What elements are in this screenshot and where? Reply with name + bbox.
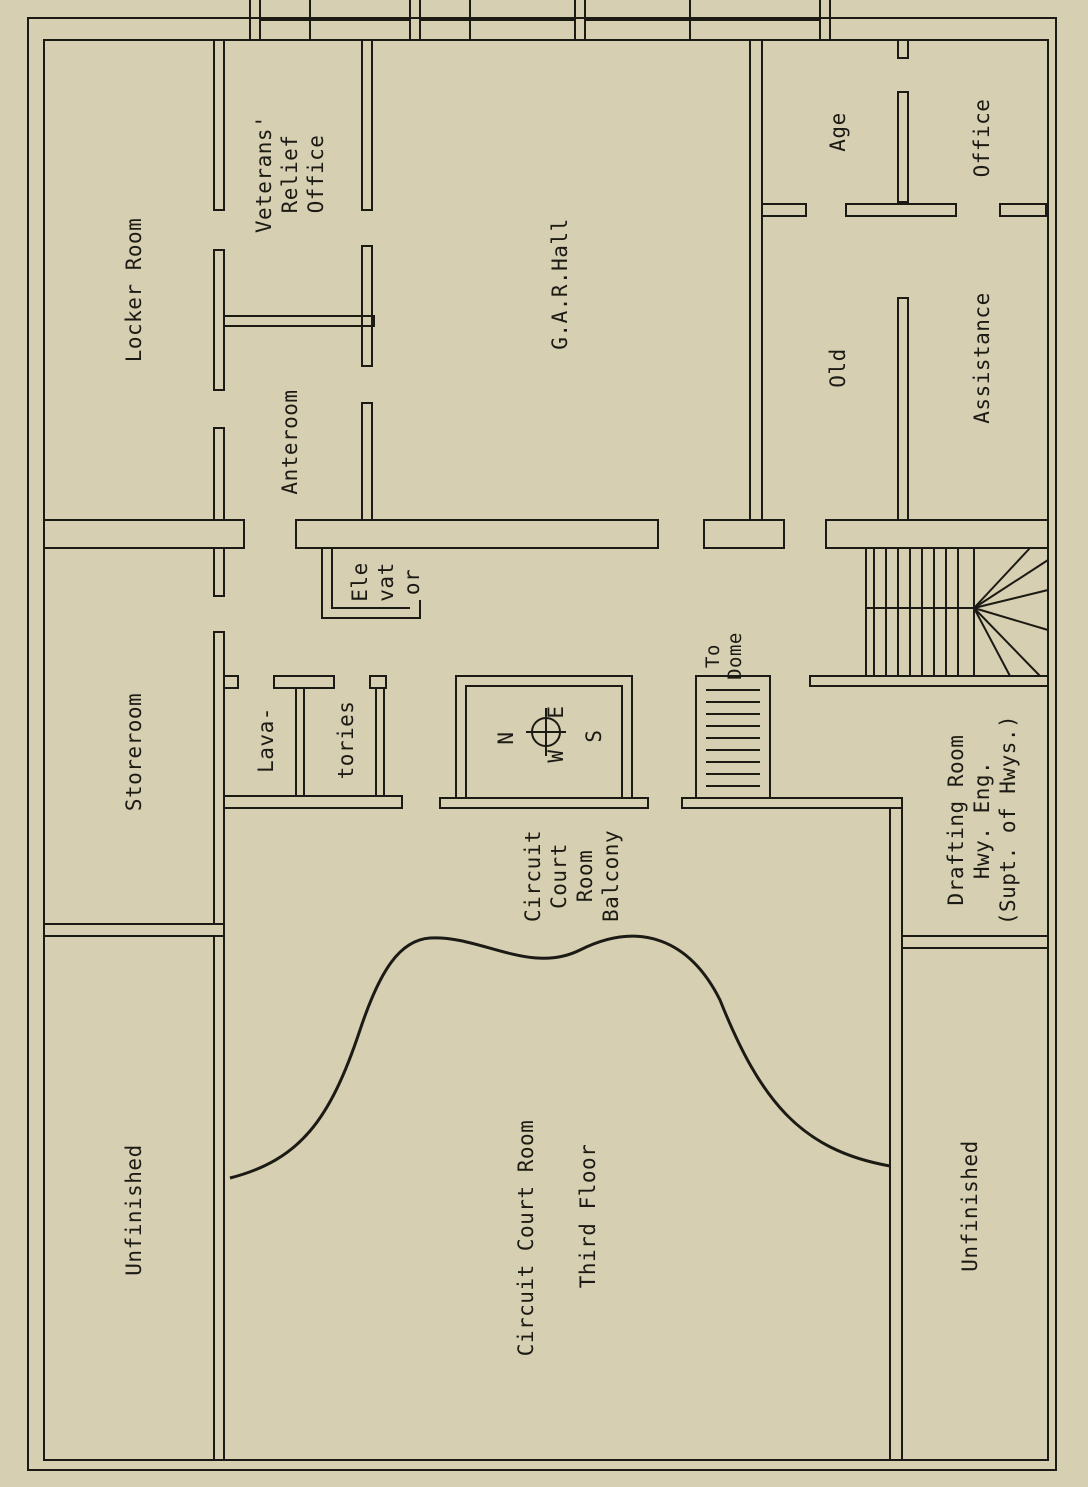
lavatories-label: Lava- (254, 707, 278, 773)
compass-n-label: N (494, 731, 518, 745)
lavatories-label-2: tories (334, 700, 358, 780)
old-age-label: Old (826, 348, 850, 388)
compass-e-label: E (544, 705, 568, 719)
storeroom-label: Storeroom (122, 692, 146, 812)
circuit-court-room-label: Circuit Court Room (514, 1119, 538, 1357)
veterans-relief-office-label: Veterans' Relief Office (252, 114, 328, 234)
unfinished-right-label: Unfinished (958, 1140, 982, 1272)
assistance-office-label: Assistance (970, 292, 994, 424)
drafting-room-label: Drafting Room Hwy. Eng. (Supt. of Hwys.) (944, 714, 1020, 926)
unfinished-left-label: Unfinished (122, 1144, 146, 1276)
elevator-label: Ele vat or (348, 562, 424, 602)
interior-walls (43, 39, 1049, 1461)
third-floor-label: Third Floor (576, 1143, 600, 1289)
gar-hall-label: G.A.R.Hall (548, 218, 572, 350)
old-age-label-2: Age (826, 112, 850, 152)
compass-w-label: W (544, 749, 568, 763)
outer-wall (27, 17, 1057, 1471)
compass-icon (526, 708, 566, 756)
inner-wall (43, 39, 1049, 1461)
balcony-label: Circuit Court Room Balcony (521, 829, 623, 923)
to-dome-label: To Dome (702, 632, 746, 680)
assistance-office-label-2: Office (970, 98, 994, 178)
locker-room-label: Locker Room (122, 217, 146, 363)
balcony-edge-curve (229, 934, 891, 1180)
anteroom-label: Anteroom (278, 389, 302, 495)
compass-s-label: S (582, 729, 606, 743)
window-strip (249, 0, 831, 40)
